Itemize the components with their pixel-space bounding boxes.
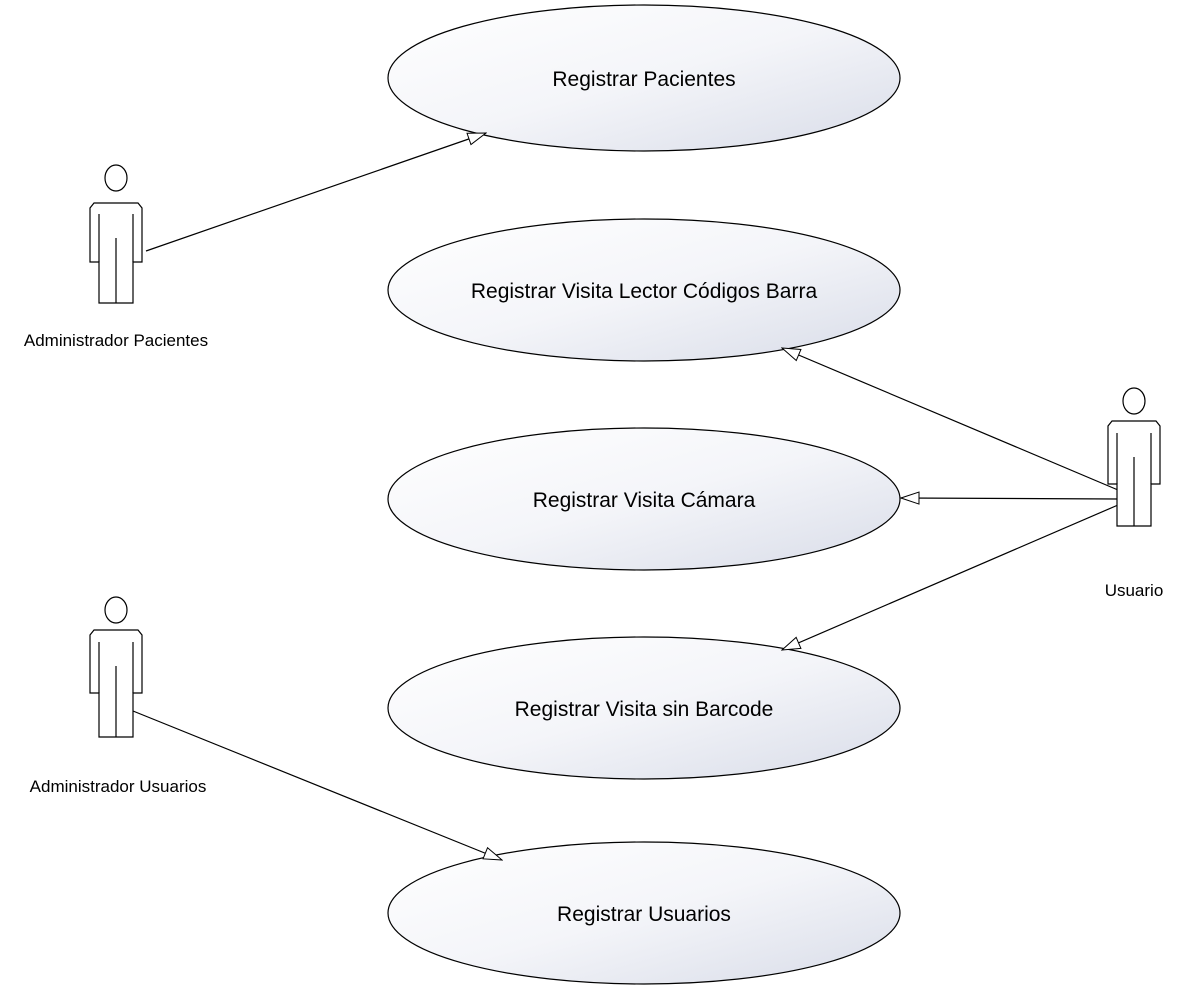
usecase-label: Registrar Visita sin Barcode [515, 698, 774, 721]
usecase-registrar-pacientes: Registrar Pacientes [387, 4, 901, 152]
usecase-label: Registrar Usuarios [557, 903, 731, 926]
usecase-registrar-visita-camara: Registrar Visita Cámara [387, 427, 901, 571]
actor-label-administrador-pacientes: Administrador Pacientes [24, 331, 208, 350]
usecase-label: Registrar Visita Cámara [533, 489, 756, 512]
actor-head-icon [1122, 387, 1146, 415]
usecase-registrar-visita-sin-barcode: Registrar Visita sin Barcode [387, 636, 901, 780]
actor-head-icon [104, 596, 128, 624]
association-usuario-to-registrar-visita-lector [782, 348, 1119, 491]
actor-label-administrador-usuarios: Administrador Usuarios [30, 777, 207, 796]
usecase-registrar-usuarios: Registrar Usuarios [387, 841, 901, 985]
usecase-label: Registrar Visita Lector Códigos Barra [471, 280, 818, 303]
association-usuario-to-registrar-visita-sin-barcode [782, 504, 1119, 650]
actor-label-usuario: Usuario [1105, 581, 1164, 600]
usecase-label: Registrar Pacientes [552, 68, 735, 91]
actor-administrador-pacientes [89, 164, 143, 304]
actor-administrador-usuarios [89, 596, 143, 738]
association-admin-usuarios-to-registrar-usuarios [132, 710, 502, 860]
association-usuario-to-registrar-visita-camara [901, 498, 1119, 499]
association-admin-pacientes-to-registrar-pacientes [145, 132, 486, 252]
usecase-registrar-visita-lector: Registrar Visita Lector Códigos Barra [387, 218, 901, 362]
actor-usuario [1107, 387, 1161, 527]
actor-head-icon [104, 164, 128, 192]
